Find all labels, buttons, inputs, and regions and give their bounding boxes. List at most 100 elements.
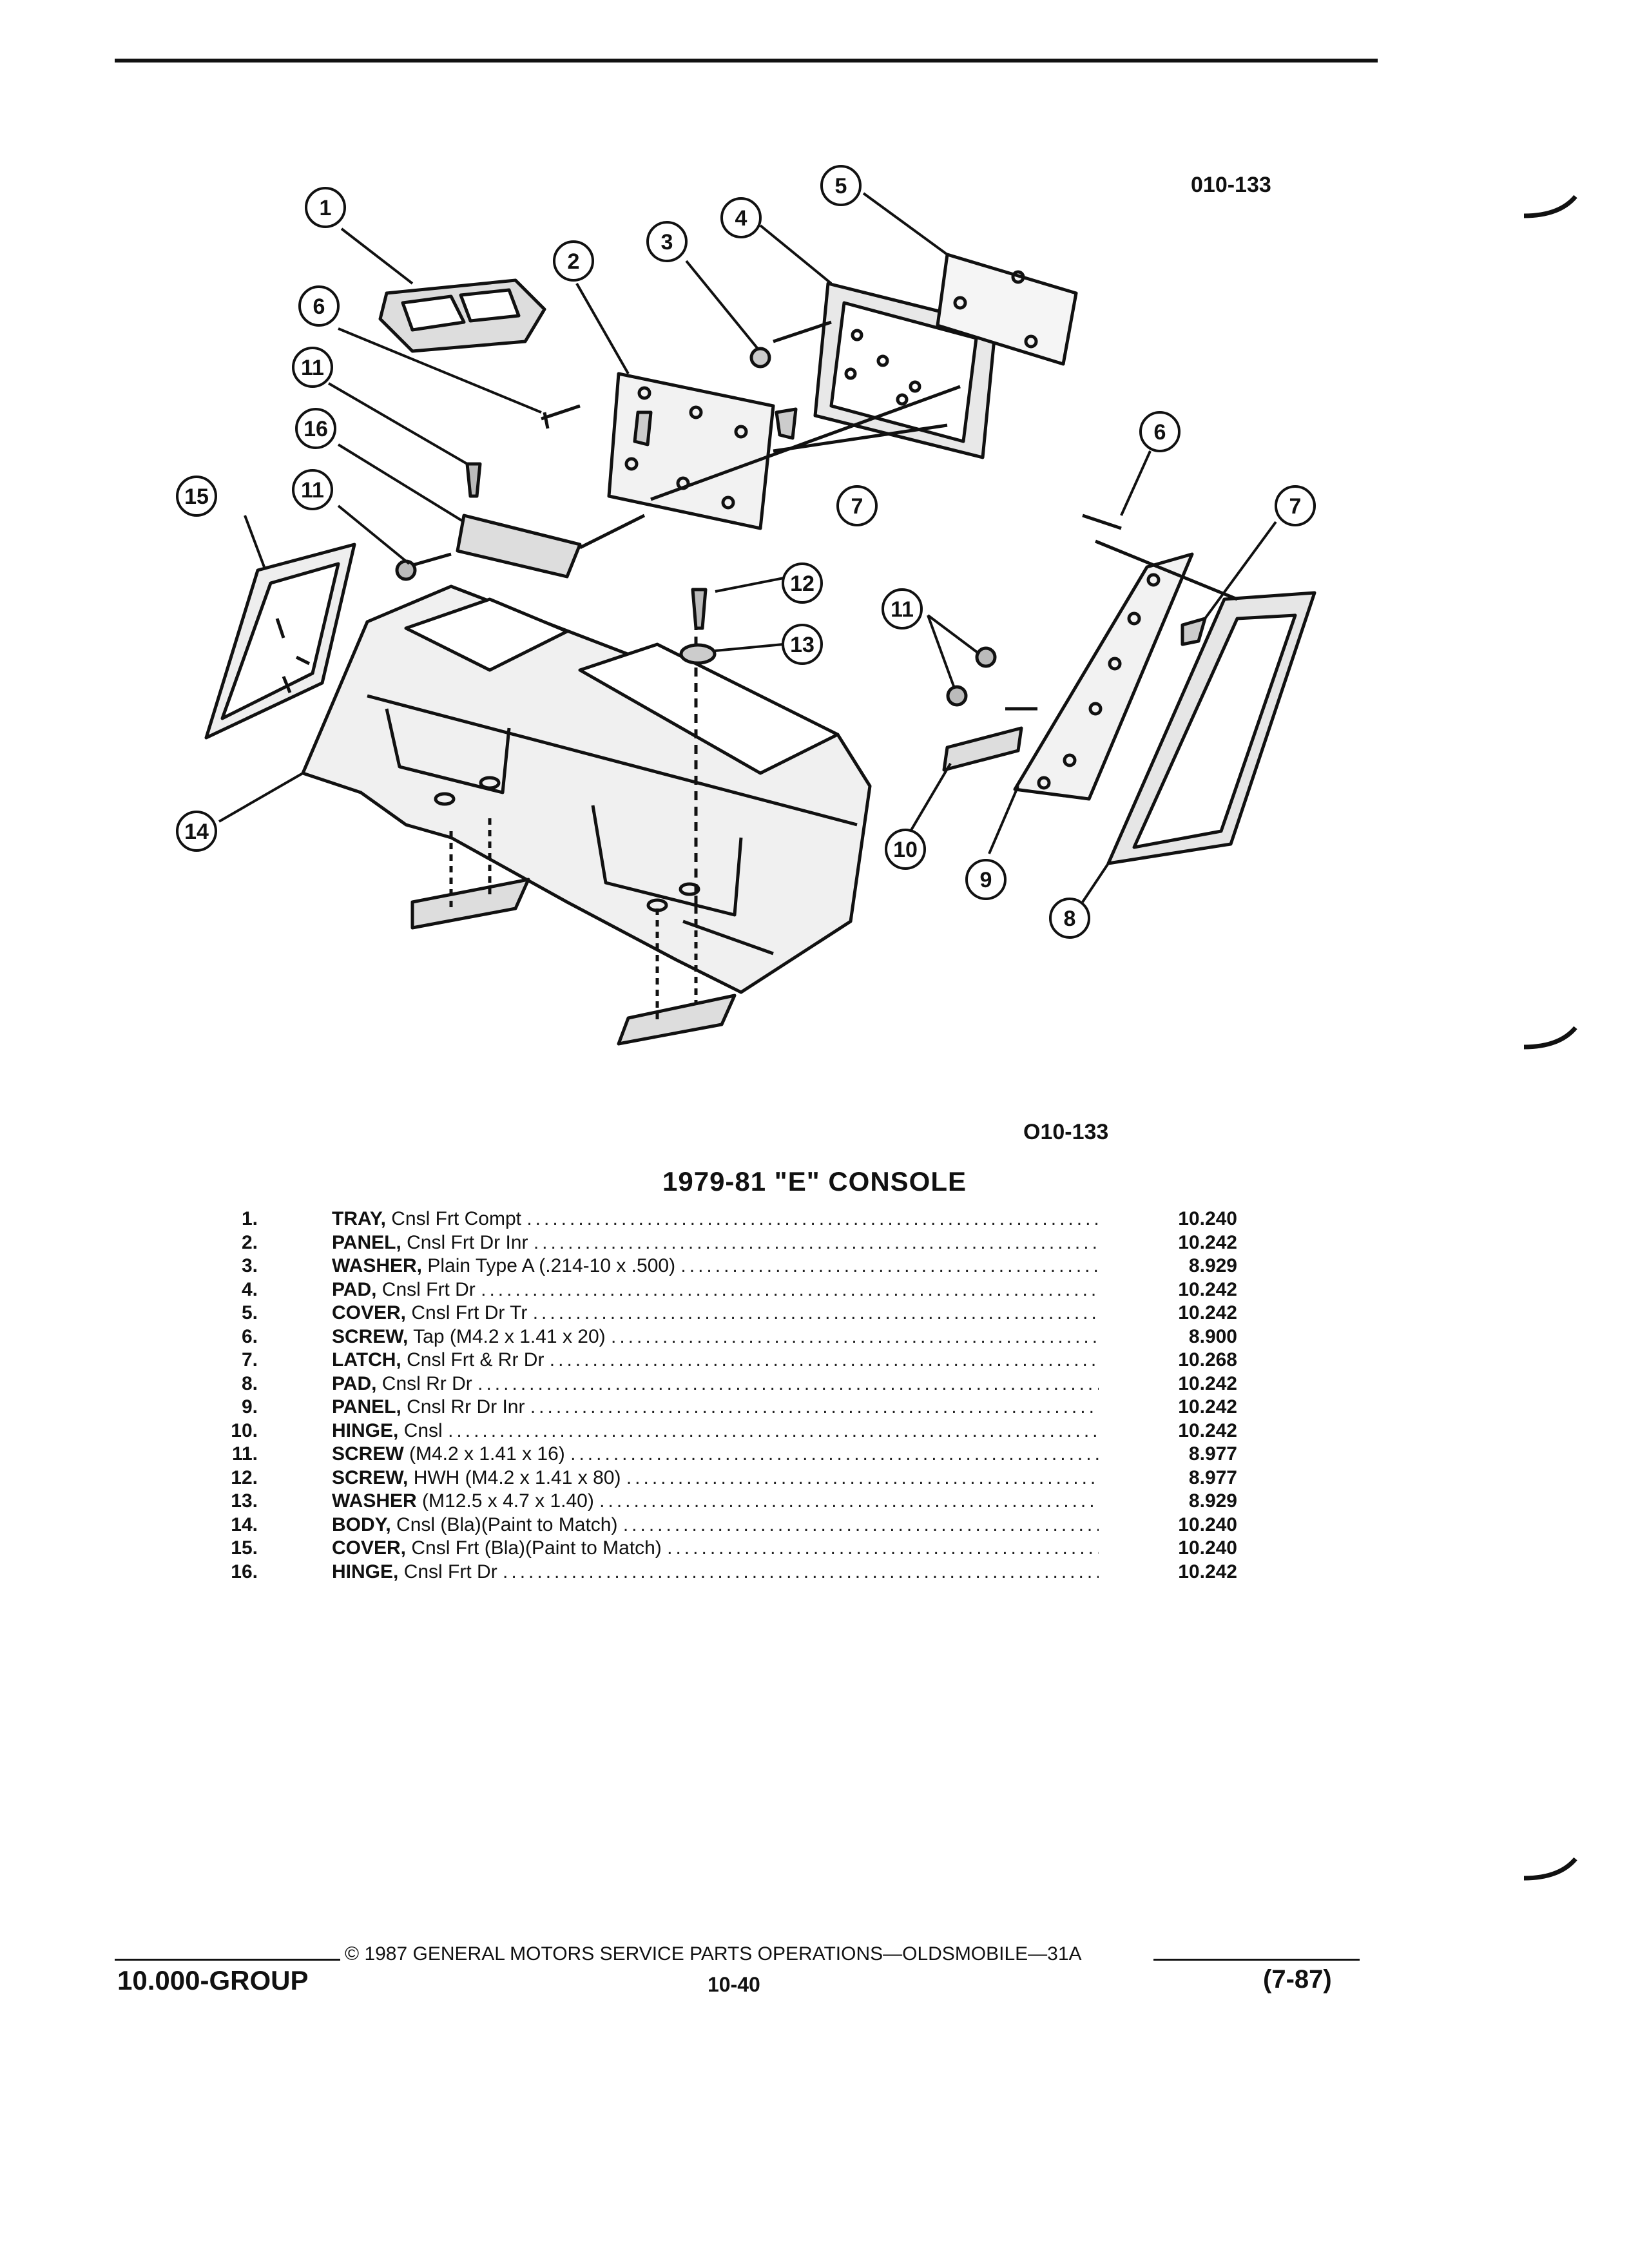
callout-6-right: 6 [1139,411,1181,452]
part-detail: Tap (M4.2 x 1.41 x 20) [413,1325,606,1347]
leader-dots: ........................................… [610,1325,1099,1347]
part-description: HINGE, Cnsl ............................… [332,1419,1099,1443]
leader-dots: ........................................… [477,1372,1099,1394]
part-name: SCREW [332,1443,404,1465]
parts-list-row: 5. COVER, Cnsl Frt Dr Tr ................… [219,1302,1237,1325]
parts-list-row: 3. WASHER, Plain Type A (.214-10 x .500) … [219,1254,1237,1278]
part-detail: HWH (M4.2 x 1.41 x 80) [413,1466,621,1488]
parts-list-row: 14.BODY, Cnsl (Bla)(Paint to Match) ....… [219,1514,1237,1537]
callout-14: 14 [176,811,217,852]
parts-list-row: 10.HINGE, Cnsl .........................… [219,1419,1237,1443]
svg-text:10: 10 [893,838,918,862]
part-description: WASHER, Plain Type A (.214-10 x .500) ..… [332,1254,1099,1278]
callout-9: 9 [965,859,1007,900]
tray-drawing [378,278,546,353]
rear-door-pad-drawing [1106,591,1316,865]
parts-list-row: 12. SCREW, HWH (M4.2 x 1.41 x 80) .......… [219,1466,1237,1490]
footer-date: (7-87) [1263,1965,1332,1994]
rear-hinge-drawing [942,726,1023,772]
callout-7-left: 7 [836,485,878,526]
exploded-parts-diagram: 1 2 3 4 5 6 11 16 15 11 6 7 12 13 11 7 1… [176,165,1316,1046]
part-detail: Cnsl Rr Dr [381,1372,472,1394]
part-name: PAD, [332,1372,377,1394]
part-name: TRAY, [332,1208,386,1229]
part-description: COVER, Cnsl Frt (Bla)(Paint to Match) ..… [332,1537,1099,1561]
part-number: 3. [241,1255,258,1276]
part-reference: 10.240 [1178,1208,1237,1229]
footer-rule-right [1153,1959,1360,1961]
latch-7-left-drawing [775,407,798,440]
svg-text:4: 4 [735,206,747,231]
part-name: LATCH, [332,1349,401,1370]
part-number: 5. [241,1302,258,1323]
part-number: 4. [241,1278,258,1300]
callout-16: 16 [295,408,336,449]
leader-dots: ........................................… [503,1561,1099,1582]
part-description: COVER, Cnsl Frt Dr Tr ..................… [332,1302,1099,1325]
leader-dots: ........................................… [626,1466,1099,1488]
binding-mark-bottom [1523,1857,1577,1881]
parts-list-row: 16.HINGE, Cnsl Frt Dr ..................… [219,1561,1237,1584]
svg-text:7: 7 [851,494,863,519]
washer-3-drawing [749,347,771,369]
part-detail: Cnsl Frt Dr Tr [411,1302,528,1323]
parts-list-row: 13.WASHER (M12.5 x 4.7 x 1.40) .........… [219,1490,1237,1514]
leader-dots: ........................................… [530,1396,1099,1418]
part-reference: 8.929 [1188,1490,1237,1512]
screw-6-left-drawing [541,404,581,429]
part-number: 12. [231,1466,258,1488]
svg-text:11: 11 [301,478,324,503]
leader-dots: ........................................… [570,1443,1099,1465]
part-description: SCREW, Tap (M4.2 x 1.41 x 20) ..........… [332,1325,1099,1349]
front-door-inner-panel-drawing [607,372,775,530]
leader-dots: ........................................… [533,1231,1099,1253]
part-description: PANEL, Cnsl Frt Dr Inr .................… [332,1231,1099,1255]
svg-text:6: 6 [313,294,325,319]
callout-1: 1 [305,187,346,228]
leader-dots: ........................................… [599,1490,1099,1512]
callout-13: 13 [782,624,823,665]
part-detail: Cnsl Frt Dr Inr [407,1231,528,1253]
parts-list-row: 9.PANEL, Cnsl Rr Dr Inr ................… [219,1396,1237,1419]
svg-text:6: 6 [1154,420,1166,445]
svg-text:9: 9 [980,868,992,892]
section-title: 1979-81 "E" CONSOLE [662,1166,967,1196]
callout-15: 15 [176,476,217,517]
console-body-drawing [301,584,872,994]
callout-6-left: 6 [298,285,340,327]
part-detail: Cnsl Frt Dr [403,1561,497,1582]
leader-dots: ........................................… [481,1278,1099,1300]
part-number: 7. [241,1349,258,1370]
top-rule [115,59,1378,62]
callout-11-b: 11 [292,469,333,510]
part-number: 2. [241,1231,258,1253]
screw-11-upper-drawing [465,462,482,498]
part-reference: 8.929 [1188,1255,1237,1276]
part-detail: Cnsl Frt (Bla)(Paint to Match) [411,1537,662,1559]
svg-text:14: 14 [184,820,209,844]
part-description: SCREW, HWH (M4.2 x 1.41 x 80) ..........… [332,1466,1099,1490]
parts-list-row: 6.SCREW, Tap (M4.2 x 1.41 x 20) ........… [219,1325,1237,1349]
callout-4: 4 [720,197,762,238]
parts-list-row: 4.PAD, Cnsl Frt Dr .....................… [219,1278,1237,1302]
svg-text:16: 16 [304,417,328,441]
svg-text:5: 5 [835,174,847,198]
parts-list-row: 15.COVER, Cnsl Frt (Bla)(Paint to Match)… [219,1537,1237,1561]
svg-text:7: 7 [1289,494,1302,519]
part-detail: Cnsl Rr Dr Inr [407,1396,525,1418]
part-name: WASHER, [332,1255,423,1276]
svg-text:1: 1 [320,196,332,220]
part-description: WASHER (M12.5 x 4.7 x 1.40) ............… [332,1490,1099,1514]
part-detail: Cnsl Frt & Rr Dr [407,1349,545,1370]
leader-dots: ........................................… [526,1208,1099,1229]
part-reference: 10.242 [1178,1561,1237,1582]
leader-dots: ........................................… [667,1537,1099,1559]
callout-7-right: 7 [1275,485,1316,526]
svg-text:11: 11 [301,356,324,380]
part-reference: 8.977 [1188,1466,1237,1488]
screw-12-drawing [691,588,708,630]
part-description: PAD, Cnsl Rr Dr ........................… [332,1372,1099,1396]
part-reference: 10.268 [1178,1349,1237,1370]
svg-text:13: 13 [790,633,815,657]
binding-mark-middle [1523,1026,1577,1050]
